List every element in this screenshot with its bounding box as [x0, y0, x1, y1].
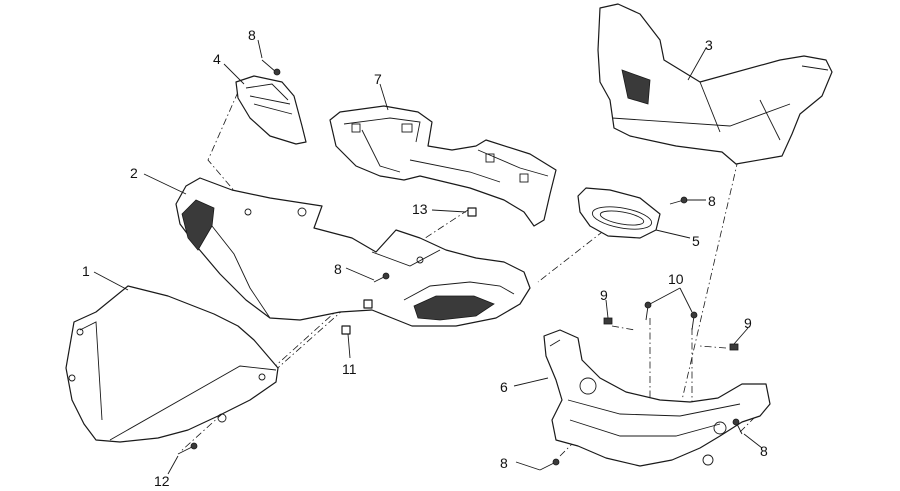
callout-3: 3	[705, 37, 713, 53]
callout-8-bottom-right: 8	[760, 443, 768, 459]
part-5-mirror-cover	[577, 187, 661, 239]
callout-6: 6	[500, 379, 508, 395]
callout-8-center: 8	[334, 261, 342, 277]
callout-9-left: 9	[600, 287, 608, 303]
callout-13: 13	[412, 201, 428, 217]
callout-1: 1	[82, 263, 90, 279]
leader-lines	[93, 39, 763, 475]
callout-8-right: 8	[708, 193, 716, 209]
callout-10: 10	[668, 271, 684, 287]
callout-11: 11	[342, 361, 357, 377]
part-2-handlebar-cover	[175, 177, 531, 327]
callout-9-right: 9	[744, 315, 752, 331]
part-1-front-shield	[65, 285, 279, 443]
part-7-frame	[329, 105, 557, 227]
callout-5: 5	[692, 233, 700, 249]
callout-8-top: 8	[248, 27, 256, 43]
callout-8-bottom: 8	[500, 455, 508, 471]
callout-4: 4	[213, 51, 221, 67]
callouts: 1 2 3 4 5 6 7 8 8 8 8 8 9 9 10 11 12 13	[82, 27, 768, 489]
callout-2: 2	[130, 165, 138, 181]
callout-12: 12	[154, 473, 170, 489]
part-6-support	[543, 329, 771, 467]
screws	[177, 59, 743, 471]
part-3-rear-cover	[597, 3, 833, 165]
callout-7: 7	[374, 71, 382, 87]
part-4-mirror-cover	[235, 75, 307, 145]
